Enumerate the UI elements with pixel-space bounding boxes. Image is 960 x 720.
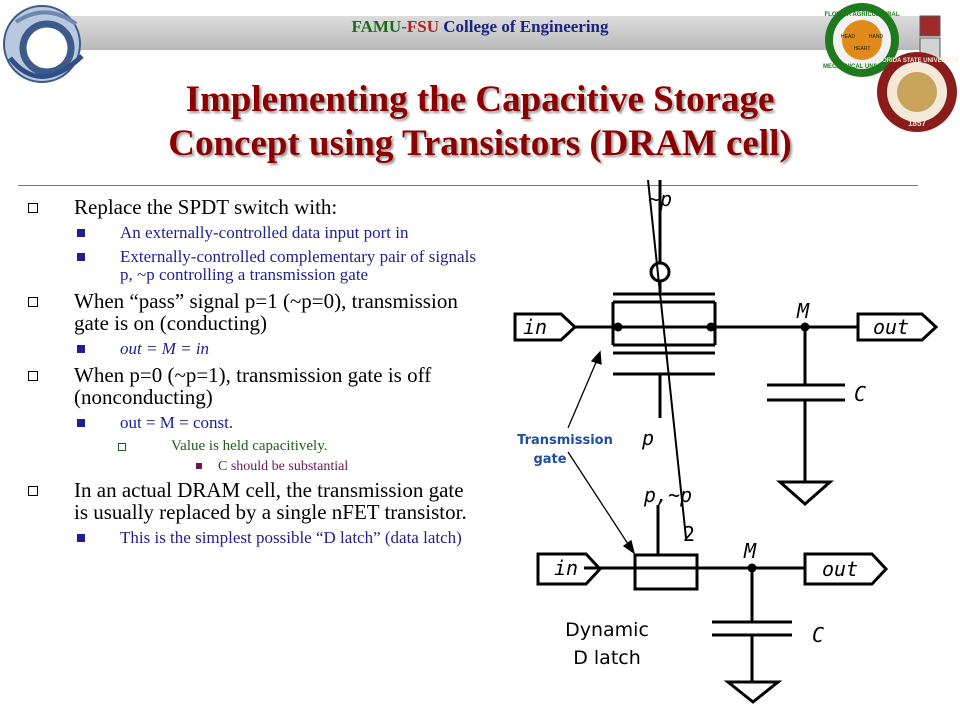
svg-text:FLORIDA STATE UNIVERSITY: FLORIDA STATE UNIVERSITY	[875, 58, 960, 64]
bottom-out-label: out	[822, 557, 858, 581]
svg-text:HEART: HEART	[854, 46, 871, 52]
top-in-port	[513, 312, 578, 342]
p-label: p	[641, 426, 654, 450]
bottom-out-port	[803, 552, 889, 586]
title-divider	[18, 185, 918, 186]
junction-dot	[706, 322, 716, 332]
bottom-c-label: C	[812, 623, 824, 647]
bullet-item: out = M = in	[22, 340, 477, 358]
header-famu: FAMU	[351, 17, 402, 36]
bullet-item: When p=0 (~p=1), transmission gate is of…	[22, 364, 477, 408]
circuit-diagram: ~p p in out M C p,~p 2 in out M C Transm…	[513, 180, 939, 704]
square-bullet-icon	[118, 443, 126, 451]
bullet-item: Replace the SPDT switch with:	[22, 196, 477, 218]
bus-slash	[647, 180, 687, 539]
tgate-annotation-line1: Transmission	[517, 433, 613, 448]
svg-text:HAND: HAND	[869, 34, 884, 40]
square-bullet-icon	[77, 253, 85, 261]
square-bullet-icon	[28, 297, 38, 307]
square-bullet-icon	[77, 345, 85, 353]
top-c-label: C	[854, 382, 866, 406]
slide-title-line1: Implementing the Capacitive Storage	[185, 79, 775, 120]
top-in-label: in	[523, 315, 547, 339]
caption-line2: D latch	[573, 647, 641, 669]
fsu-seal-logo: FLORIDA STATE UNIVERSITY 1857	[875, 52, 960, 132]
inversion-bubble	[649, 261, 671, 283]
bullet-list: Replace the SPDT switch with: An externa…	[22, 196, 477, 553]
svg-text:FLORIDA AGRICULTURAL: FLORIDA AGRICULTURAL	[824, 12, 899, 18]
square-bullet-icon	[196, 463, 202, 469]
slide-title: Implementing the Capacitive Storage Conc…	[60, 78, 900, 166]
square-bullet-icon	[77, 419, 85, 427]
bullet-item: out = M = const.	[22, 414, 477, 432]
svg-text:MECHANICAL UNIVERSITY: MECHANICAL UNIVERSITY	[823, 64, 901, 70]
junction-dot	[613, 322, 623, 332]
bottom-tgate-box	[633, 553, 699, 591]
svg-text:HEAD: HEAD	[841, 34, 855, 40]
top-m-label: M	[796, 299, 810, 323]
top-ground-icon	[776, 480, 834, 506]
square-bullet-icon	[28, 486, 38, 496]
square-bullet-icon	[77, 534, 85, 542]
tgate-annotation-line2: gate	[533, 452, 566, 467]
header-fsu: FSU	[406, 17, 439, 36]
famu-seal-logo: FLORIDA AGRICULTURAL MECHANICAL UNIVERSI…	[823, 3, 901, 77]
annotation-arrow	[567, 359, 598, 429]
corner-square-top	[919, 15, 941, 37]
header-dash: -	[401, 17, 407, 36]
caption-line1: Dynamic	[565, 619, 649, 641]
top-out-label: out	[873, 315, 909, 339]
bottom-m-label: M	[743, 539, 757, 563]
header-text: FAMU-FSU College of Engineering	[0, 17, 960, 37]
notp-label: ~p	[648, 187, 672, 211]
top-out-port	[856, 312, 939, 342]
ctrl-label: p,~p	[643, 483, 692, 507]
header-college: College of Engineering	[439, 17, 609, 36]
famu-fsu-swirl-logo	[3, 5, 84, 83]
bottom-in-port	[536, 552, 603, 586]
square-bullet-icon	[28, 371, 38, 381]
header-bar	[30, 16, 920, 50]
square-bullet-icon	[77, 229, 85, 237]
square-bullet-icon	[28, 203, 38, 213]
bullet-item: An externally-controlled data input port…	[22, 224, 477, 242]
bus-width-label: 2	[683, 522, 695, 546]
node-m-dot	[747, 563, 757, 573]
node-m-dot	[800, 322, 810, 332]
svg-text:1857: 1857	[908, 119, 926, 128]
bullet-item: C should be substantial	[22, 459, 477, 475]
slide-title-line2: Concept using Transistors (DRAM cell)	[168, 123, 792, 164]
bullet-item: Value is held capacitively.	[22, 438, 477, 455]
bottom-ground-icon	[723, 680, 783, 704]
bullet-item: In an actual DRAM cell, the transmission…	[22, 479, 477, 523]
logo-layer: FLORIDA AGRICULTURAL MECHANICAL UNIVERSI…	[3, 3, 960, 132]
bottom-in-label: in	[554, 556, 578, 580]
bullet-item: Externally-controlled complementary pair…	[22, 248, 477, 284]
bullet-item: When “pass” signal p=1 (~p=0), transmiss…	[22, 290, 477, 334]
annotation-arrow	[567, 451, 631, 548]
bullet-item: This is the simplest possible “D latch” …	[22, 529, 477, 547]
